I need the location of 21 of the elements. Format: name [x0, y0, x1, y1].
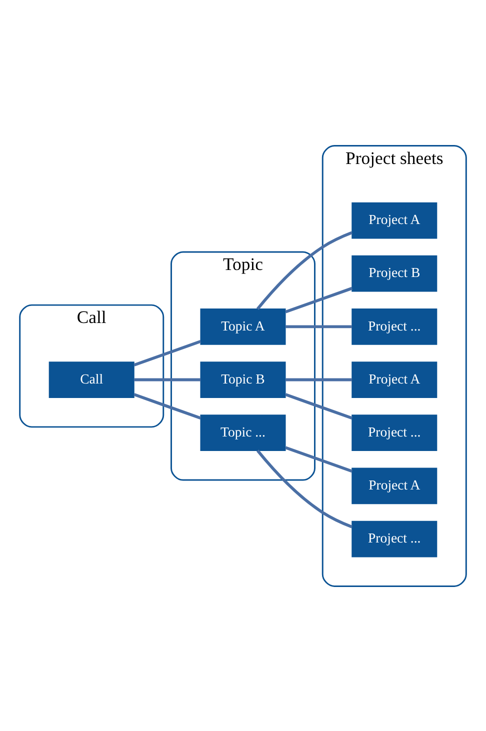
node-box: Project ...: [352, 520, 438, 557]
connector: [256, 230, 352, 310]
connector: [285, 392, 352, 420]
node-box: Project A: [352, 202, 438, 238]
connector: [286, 324, 352, 328]
node-box: Project A: [352, 361, 438, 398]
connector: [285, 446, 352, 472]
connector: [285, 286, 352, 313]
node-box: Topic B: [200, 361, 286, 398]
node-box: Project B: [352, 254, 438, 292]
node-box: Call: [48, 361, 134, 398]
connector: [256, 449, 352, 528]
connector: [286, 378, 352, 381]
node-box: Project A: [352, 467, 438, 504]
node-box: Topic ...: [200, 414, 286, 451]
node-box: Project ...: [352, 308, 438, 344]
connector: [134, 378, 201, 381]
node-box: Project ...: [352, 414, 438, 451]
connector: [134, 340, 202, 366]
connector: [134, 392, 202, 420]
node-box: Topic A: [200, 308, 286, 344]
